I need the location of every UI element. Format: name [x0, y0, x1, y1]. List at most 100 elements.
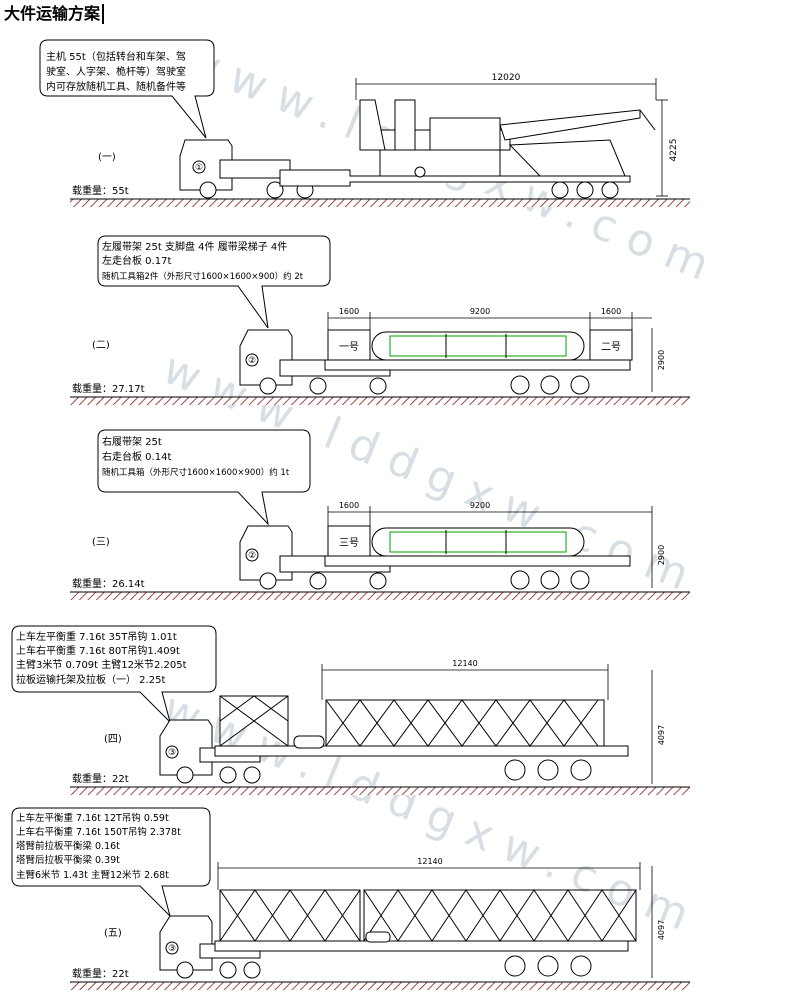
wheel: [243, 766, 261, 784]
note-line: 上车右平衡重 7.16t 150T吊钩 2.378t: [16, 826, 181, 838]
dim-mid: 9200: [470, 501, 490, 510]
box-label: 二号: [601, 341, 621, 353]
dim-height: 4097: [657, 725, 666, 745]
load-weight: 载重量：55t: [72, 184, 129, 197]
dim-right: 1600: [601, 307, 621, 316]
wheel: [176, 766, 194, 784]
wheel: [510, 570, 530, 590]
dim-height: 2900: [657, 350, 666, 370]
wheel: [259, 377, 277, 395]
page-title: 大件运输方案: [4, 4, 105, 24]
note-callout: [97, 235, 331, 329]
load-weight: 载重量：22t: [72, 967, 129, 980]
ground-strip: [70, 787, 690, 795]
wheel: [537, 759, 559, 781]
dimension-lines: [327, 506, 653, 588]
dim-height: 4097: [657, 920, 666, 940]
note-line: 主臂3米节 0.709t 主臂12米节2.205t: [16, 658, 187, 671]
note-line: 上车左平衡重 7.16t 35T吊钩 1.01t: [16, 630, 177, 643]
note-line: 上车左平衡重 7.16t 12T吊钩 0.59t: [16, 812, 169, 824]
tool-box-2: 二号: [589, 329, 633, 361]
ground-strip: [70, 199, 690, 207]
dimension-height: [656, 99, 668, 197]
wheel: [369, 377, 387, 395]
wheel: [243, 961, 261, 979]
dim-mid: 9200: [470, 307, 490, 316]
ground-strip: [70, 592, 690, 600]
wheel: [570, 375, 590, 395]
dim-length: 12140: [452, 659, 477, 668]
semi-trailer: [214, 940, 629, 977]
dim-length: 12020: [492, 73, 521, 83]
flatbed-trailer: [324, 359, 631, 395]
wheel: [576, 181, 594, 199]
note-line: 主机 55t（包括转台和车架、驾: [46, 50, 186, 63]
note-line: 内可存放随机工具、随机备件等: [46, 80, 186, 93]
note-line: 塔臂前拉板平衡梁 0.16t: [16, 840, 120, 852]
counterweight-frame: [219, 695, 289, 747]
wheel: [540, 570, 560, 590]
note-line: 左走台板 0.17t: [102, 254, 171, 267]
cab-number-badge: ①: [192, 160, 206, 174]
wheel: [570, 759, 592, 781]
wheel: [219, 766, 237, 784]
tool-box-1: 一号: [327, 329, 371, 361]
crawler-track: [371, 527, 585, 557]
wheel: [199, 181, 217, 199]
note-line: 右走台板 0.14t: [102, 450, 171, 463]
wheel: [540, 375, 560, 395]
flatbed-trailer: [324, 555, 631, 590]
wheel: [219, 961, 237, 979]
note-line: 右履带架 25t: [102, 435, 162, 448]
wheel: [570, 955, 592, 977]
wheel: [551, 181, 569, 199]
lowbed-trailer: [279, 169, 631, 199]
semi-trailer: [214, 745, 629, 781]
wheel: [266, 181, 284, 199]
note-callout: [11, 625, 217, 724]
tool-box-3: 三号: [327, 525, 371, 557]
note-line: 上车右平衡重 7.16t 80T吊钩1.409t: [16, 644, 180, 657]
cab-number: ②: [248, 551, 256, 561]
note-callout: [97, 429, 311, 526]
wheel: [176, 961, 194, 979]
scene-3: 右履带架 25t 右走台板 0.14t 随机工具箱（外形尺寸1600×1600×…: [70, 429, 690, 600]
cab-number: ③: [168, 944, 176, 954]
note-line: 随机工具箱2件（外形尺寸1600×1600×900）约 2t: [102, 271, 304, 282]
crawler-track: [371, 331, 585, 361]
wheel: [504, 759, 526, 781]
box-label: 一号: [339, 341, 359, 353]
wheel: [369, 572, 387, 590]
cab-number-badge: ③: [165, 941, 179, 955]
dimension-length: [355, 78, 657, 100]
load-weight: 载重量：22t: [72, 772, 129, 785]
note-callout: [11, 807, 211, 918]
dimension-lines: [321, 664, 653, 784]
boom-section: [325, 699, 605, 747]
wheel: [601, 181, 619, 199]
watermark-text: www.lddgxw.com: [156, 683, 709, 946]
dim-left: 1600: [339, 501, 359, 510]
scene-4: 上车左平衡重 7.16t 35T吊钩 1.01t 上车右平衡重 7.16t 80…: [11, 625, 690, 795]
wheel: [510, 375, 530, 395]
scene-5: 上车左平衡重 7.16t 12T吊钩 0.59t 上车右平衡重 7.16t 15…: [11, 807, 690, 990]
scene-index: (二): [92, 340, 110, 351]
dimension-lines: [217, 862, 653, 978]
scene-index: (五): [104, 928, 122, 939]
dim-height: 4225: [669, 139, 679, 162]
cab-number: ①: [195, 163, 203, 173]
scene-index: (四): [104, 734, 122, 745]
note-callout: [39, 39, 215, 139]
boom-section: [219, 889, 637, 942]
note-line: 主臂6米节 1.43t 主臂12米节 2.68t: [16, 869, 169, 881]
load-weight: 载重量：26.14t: [72, 577, 145, 590]
load-weight: 载重量：27.17t: [72, 382, 145, 395]
wheel: [259, 572, 277, 590]
dim-height: 2900: [657, 545, 666, 565]
note-line: 左履带架 25t 支脚盘 4件 履带梁梯子 4件: [102, 240, 287, 253]
hook-block: [365, 931, 391, 943]
cab-number-badge: ③: [165, 745, 179, 759]
note-line: 驶室、人字架、桅杆等）驾驶室: [46, 65, 186, 78]
scene-2: 左履带架 25t 支脚盘 4件 履带梁梯子 4件 左走台板 0.17t 随机工具…: [70, 235, 690, 405]
